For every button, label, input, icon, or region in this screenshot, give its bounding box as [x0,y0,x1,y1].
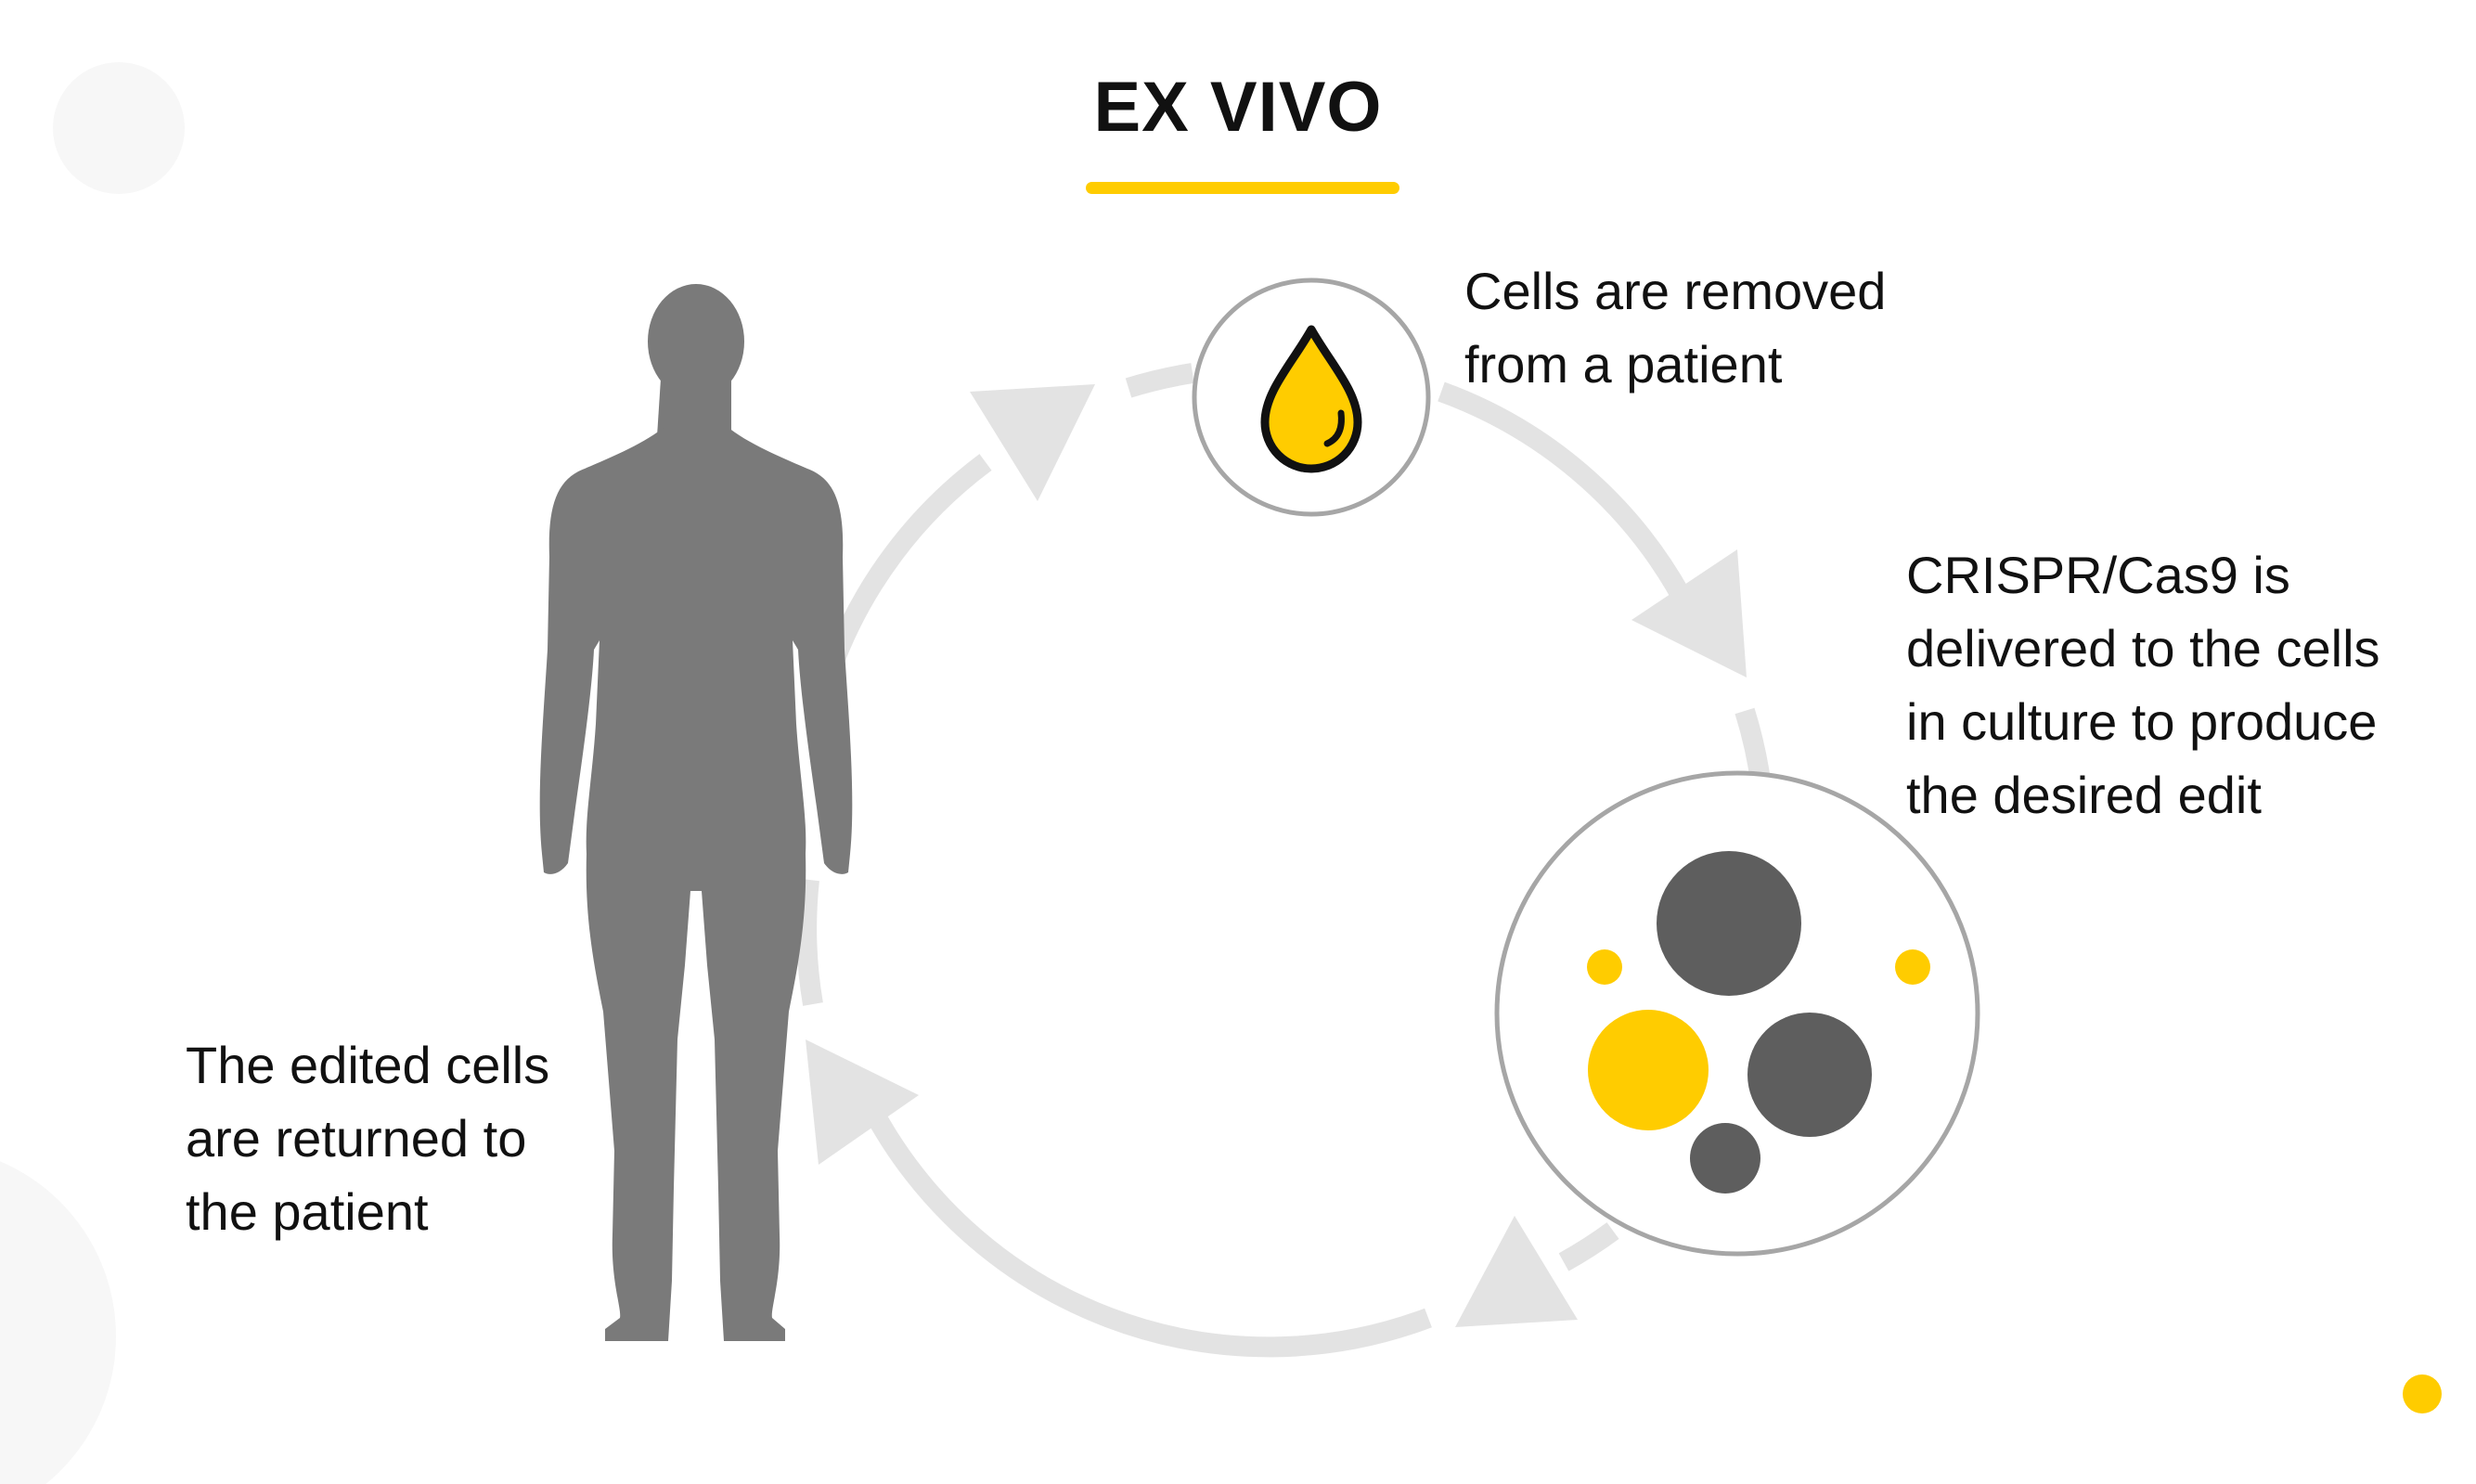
cycle-arc-bottom-right [1558,1222,1619,1271]
human-silhouette-icon [539,284,853,1341]
caption-line: in culture to produce [1906,692,2378,751]
caption-line: delivered to the cells [1906,619,2380,677]
cycle-arc-top-right [1438,381,1700,619]
caption-line: The edited cells [186,1036,550,1094]
cell-edited-yellow [1588,1010,1709,1130]
cell-large-dark [1657,851,1801,996]
decor-circle-bottom-left [0,1161,116,1484]
caption-line: Cells are removed [1464,262,1887,320]
cycle-arc-left [796,878,823,1006]
decor-circle-top-left [53,62,185,194]
decor-dot-bottom-right [2403,1374,2442,1413]
step-caption-remove: Cells are removed from a patient [1464,254,1886,401]
cas9-dot-right [1895,949,1930,985]
cell-medium-dark [1747,1013,1872,1137]
page-title: EX VIVO [1093,68,1383,147]
step-caption-return: The edited cells are returned to the pat… [186,1028,549,1248]
cas9-dot-left [1587,949,1622,985]
arrowhead-right [1631,549,1747,677]
caption-line: from a patient [1464,335,1783,394]
title-underline [1086,182,1399,194]
caption-line: the desired edit [1906,766,2262,824]
step-caption-edit: CRISPR/Cas9 is delivered to the cells in… [1906,538,2380,832]
arrowhead-bottom-right [1455,1216,1578,1327]
arrowhead-top-left [970,384,1095,501]
caption-line: are returned to [186,1109,527,1168]
cells-culture-icon [1494,770,1980,1257]
cycle-arrowheads [806,384,1747,1327]
cycle-arc-bottom [860,1099,1432,1358]
caption-line: the patient [186,1182,429,1241]
cycle-arc-top [1125,363,1194,398]
blood-drop-icon [1192,277,1431,517]
caption-line: CRISPR/Cas9 is [1906,546,2290,604]
cycle-arc-top-left [821,454,992,672]
arrowhead-bottom-left [806,1039,919,1165]
cell-small-dark [1690,1123,1760,1194]
